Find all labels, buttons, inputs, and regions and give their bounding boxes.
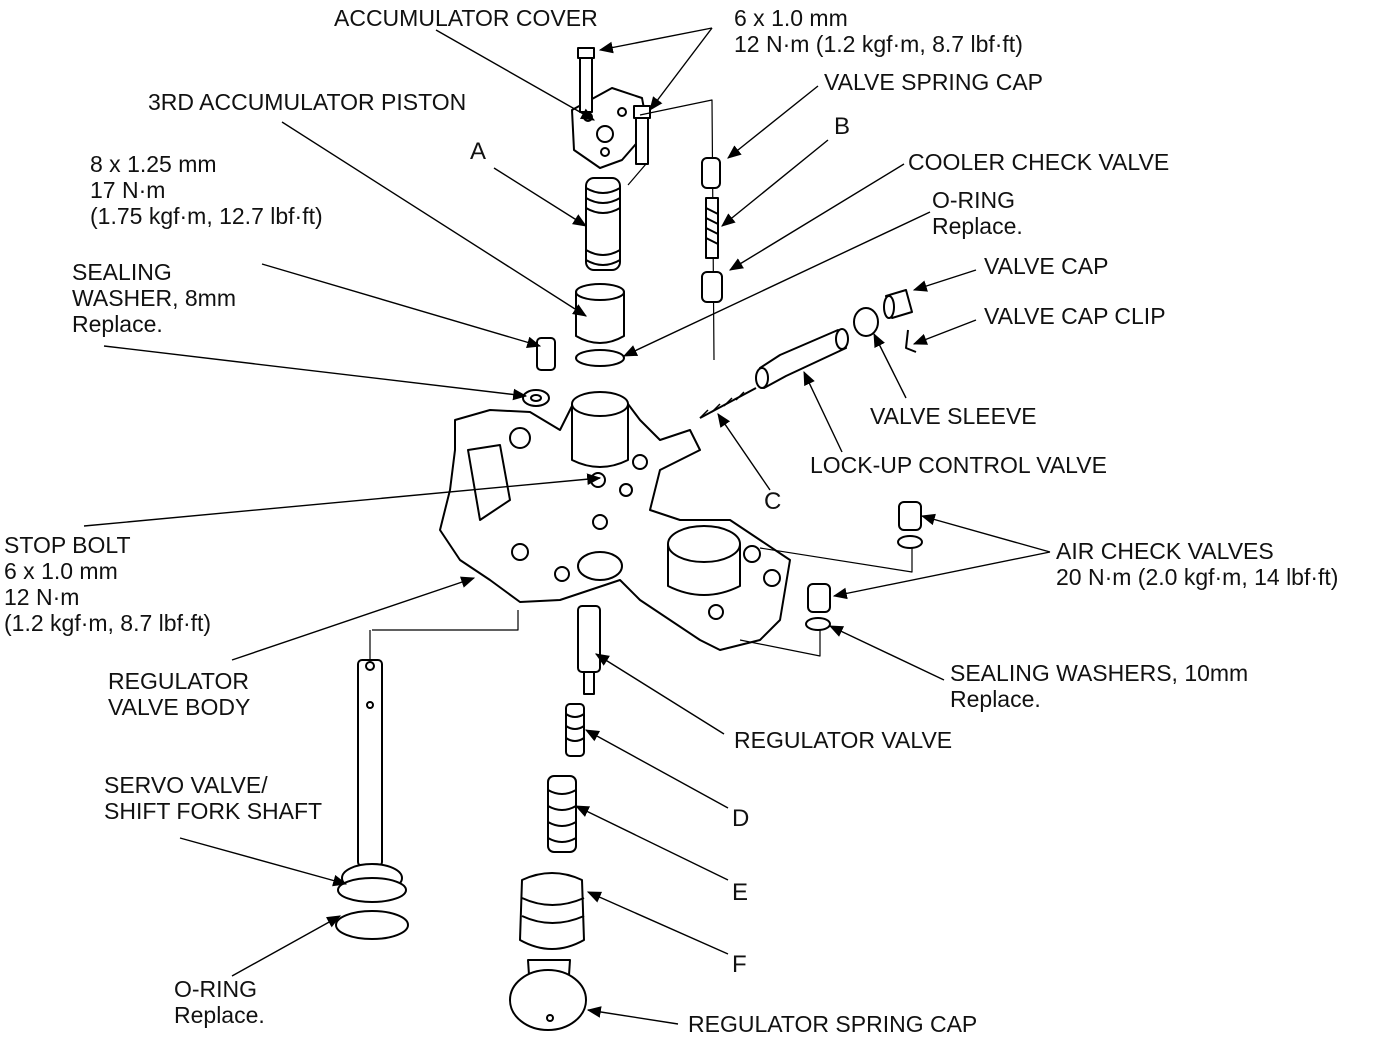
accumulator-cover-part xyxy=(571,47,715,361)
callout-letter-c: C xyxy=(764,488,782,515)
spring-a-part xyxy=(585,177,621,271)
callout-letter-f: F xyxy=(732,951,747,978)
label-valve-spring-cap: VALVE SPRING CAP xyxy=(824,69,1043,95)
label-regulator-spring-cap: REGULATOR SPRING CAP xyxy=(688,1011,978,1037)
callout-letter-d: D xyxy=(732,805,750,832)
callout-letter-b: B xyxy=(834,113,851,140)
label-valve-cap: VALVE CAP xyxy=(984,253,1109,279)
callout-letter-a: A xyxy=(470,138,487,165)
callout-letter-e: E xyxy=(732,879,749,906)
regulator-valve-stack-part xyxy=(509,605,601,1031)
label-cooler-check-valve: COOLER CHECK VALVE xyxy=(908,149,1170,175)
servo-valve-shaft-part xyxy=(335,610,519,940)
label-regulator-valve: REGULATOR VALVE xyxy=(734,727,953,753)
label-accumulator-cover: ACCUMULATOR COVER xyxy=(334,5,598,31)
leader-lines xyxy=(83,27,1051,1025)
regulator-valve-body-part xyxy=(439,391,791,651)
label-valve-cap-clip: VALVE CAP CLIP xyxy=(984,303,1166,329)
lockup-control-valve-part xyxy=(699,289,917,419)
sealing-washer-8mm-part xyxy=(522,337,556,407)
label-3rd-accumulator-piston: 3RD ACCUMULATOR PISTON xyxy=(148,89,467,115)
valve-spring-cap-part xyxy=(701,157,723,303)
label-lockup-control-valve: LOCK-UP CONTROL VALVE xyxy=(810,452,1107,478)
air-check-valves-part xyxy=(739,501,923,657)
label-servo-valve: SERVO VALVE/SHIFT FORK SHAFT xyxy=(104,772,323,824)
third-accumulator-piston-part xyxy=(575,283,625,367)
label-valve-sleeve: VALVE SLEEVE xyxy=(870,403,1037,429)
